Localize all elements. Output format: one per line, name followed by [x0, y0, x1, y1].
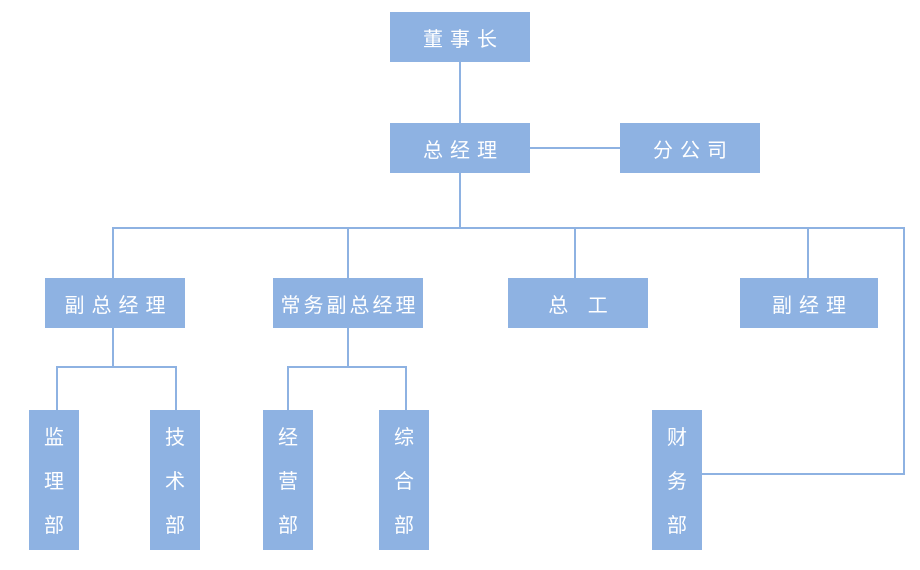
org-node-chief-engineer: 总 工 — [508, 278, 648, 328]
org-node-technology-dept-label: 技术部 — [165, 427, 185, 537]
connector-gm-branch — [530, 147, 620, 149]
connector-drop-supervision — [56, 368, 58, 410]
connector-executive-branch-bar — [287, 366, 407, 368]
org-node-executive-deputy-gm-label: 常务副总经理 — [280, 294, 419, 317]
org-node-executive-deputy-gm: 常务副总经理 — [273, 278, 423, 328]
org-node-general-affairs-dept: 综合部 — [379, 410, 429, 550]
org-node-supervision-dept: 监理部 — [29, 410, 79, 550]
org-node-technology-dept: 技术部 — [150, 410, 200, 550]
connector-executive-deputy-gm-stem — [347, 328, 349, 367]
org-node-deputy-manager: 副经理 — [740, 278, 878, 328]
org-node-general-manager-label: 总经理 — [423, 139, 504, 162]
org-node-branch-company-label: 分公司 — [653, 139, 734, 162]
org-node-operations-dept: 经营部 — [263, 410, 313, 550]
org-node-chairman: 董事长 — [390, 12, 530, 62]
connector-bus-deputy-manager — [807, 229, 809, 278]
org-node-supervision-dept-label: 监理部 — [44, 427, 64, 537]
org-node-chief-engineer-label: 总 工 — [548, 294, 615, 317]
org-node-operations-dept-label: 经营部 — [278, 427, 298, 537]
org-node-deputy-gm: 副总经理 — [45, 278, 185, 328]
org-node-general-affairs-dept-label: 综合部 — [394, 427, 414, 537]
org-node-general-manager: 总经理 — [390, 123, 530, 173]
org-node-finance-dept-label: 财务部 — [667, 427, 687, 537]
connector-drop-technology — [175, 368, 177, 410]
connector-drop-operations — [287, 368, 289, 410]
connector-bus-deputy-gm — [112, 229, 114, 278]
org-node-deputy-gm-label: 副总经理 — [64, 294, 173, 317]
connector-deputy-gm-branch-bar — [56, 366, 177, 368]
connector-bus-chief-engineer — [574, 229, 576, 278]
org-node-chairman-label: 董事长 — [423, 28, 504, 51]
org-node-deputy-manager-label: 副经理 — [772, 294, 853, 317]
org-node-finance-dept: 财务部 — [652, 410, 702, 550]
connector-bus-finance-vertical — [903, 229, 905, 475]
connector-finance-horizontal — [702, 473, 905, 475]
connector-bus-executive-deputy-gm — [347, 229, 349, 278]
connector-drop-general-affairs — [405, 368, 407, 410]
connector-chairman-gm — [459, 62, 461, 123]
connector-bus-horizontal — [112, 227, 905, 229]
org-node-branch-company: 分公司 — [620, 123, 760, 173]
connector-deputy-gm-stem — [112, 328, 114, 367]
connector-gm-bus — [459, 173, 461, 227]
